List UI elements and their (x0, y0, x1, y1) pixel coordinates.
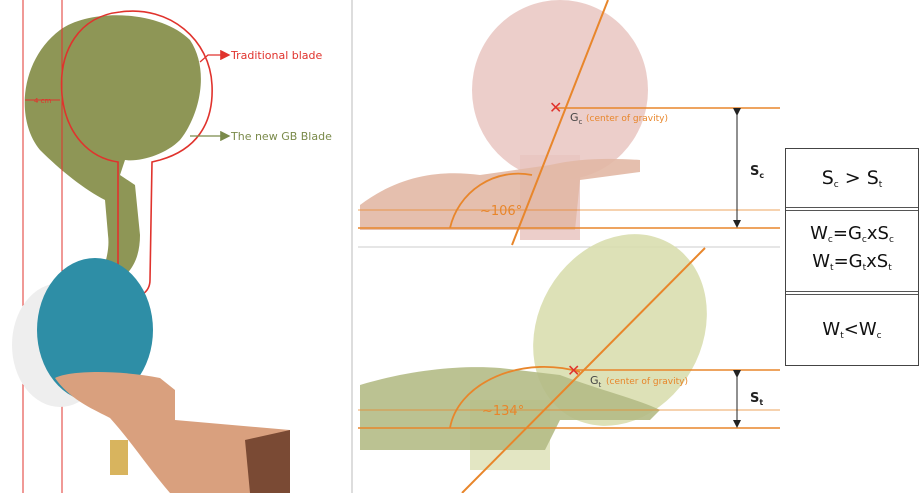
traditional-grip-diagram: ~106° ✕ Gc (center of gravity) Sc (358, 0, 780, 245)
bottom-cog-marker-icon: ✕ (567, 361, 580, 380)
formula-s-comparison: Sc > St (786, 149, 918, 207)
blade-comparison-panel: 4 cm Traditional blade The new GB Blade (23, 0, 332, 493)
top-angle-label: ~106° (480, 204, 522, 219)
bottom-angle-label: ~134° (482, 404, 524, 419)
traditional-blade-label: Traditional blade (230, 49, 323, 62)
gb-blade-shape (25, 15, 201, 282)
gb-grip-diagram: ~134° ✕ Gt (center of gravity) St (358, 202, 780, 493)
formula-wt: Wt=GtxSt (812, 251, 892, 279)
pink-paddle-face (472, 0, 648, 180)
sleeve (245, 430, 290, 493)
formula-w-comparison: Wt<Wc (786, 295, 918, 365)
teal-paddle-photo (12, 258, 290, 493)
top-cog-label: (center of gravity) (586, 114, 668, 124)
top-hand (360, 159, 640, 230)
top-cog-marker-icon: ✕ (549, 98, 562, 117)
bottom-cog-label: (center of gravity) (606, 377, 688, 387)
paddle-handle (110, 440, 128, 475)
width-marker-label: 4 cm (34, 97, 52, 105)
formula-box: Sc > St Wc=GcxSc Wt=GtxSt Wt<Wc (785, 148, 919, 366)
top-s-label: Sc (750, 164, 764, 180)
formula-w-definitions: Wc=GcxSc Wt=GtxSt (786, 211, 918, 291)
new-gb-blade-label: The new GB Blade (230, 130, 332, 143)
bottom-s-label: St (750, 391, 763, 407)
formula-wc: Wc=GcxSc (810, 223, 894, 251)
